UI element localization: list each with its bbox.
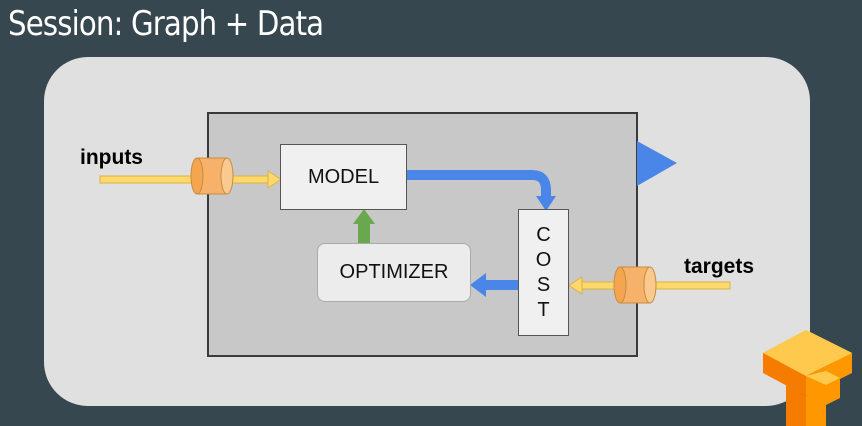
cost-letter: C [536,223,551,246]
optimizer-label: OPTIMIZER [339,261,449,283]
cost-letter: T [537,298,550,321]
targets-placeholder-icon [613,266,657,304]
model-label: MODEL [307,165,380,188]
inputs-placeholder-icon [190,157,234,195]
inputs-arrow [99,170,282,189]
targets-label: targets [684,255,755,278]
model-node: MODEL [280,144,407,210]
cost-letter: S [536,273,551,296]
cost-node: C O S T [518,209,569,336]
optimizer-node: OPTIMIZER [317,243,471,302]
cost-to-optimizer-arrow [470,273,518,297]
optimizer-to-model-arrow [353,209,375,243]
tensorflow-logo [763,330,852,426]
slide-title: Session: Graph + Data [8,4,324,44]
play-triangle-icon [637,141,677,186]
model-to-cost-arrow [405,170,556,211]
cost-letter: O [535,248,552,271]
inputs-label: inputs [80,146,143,169]
